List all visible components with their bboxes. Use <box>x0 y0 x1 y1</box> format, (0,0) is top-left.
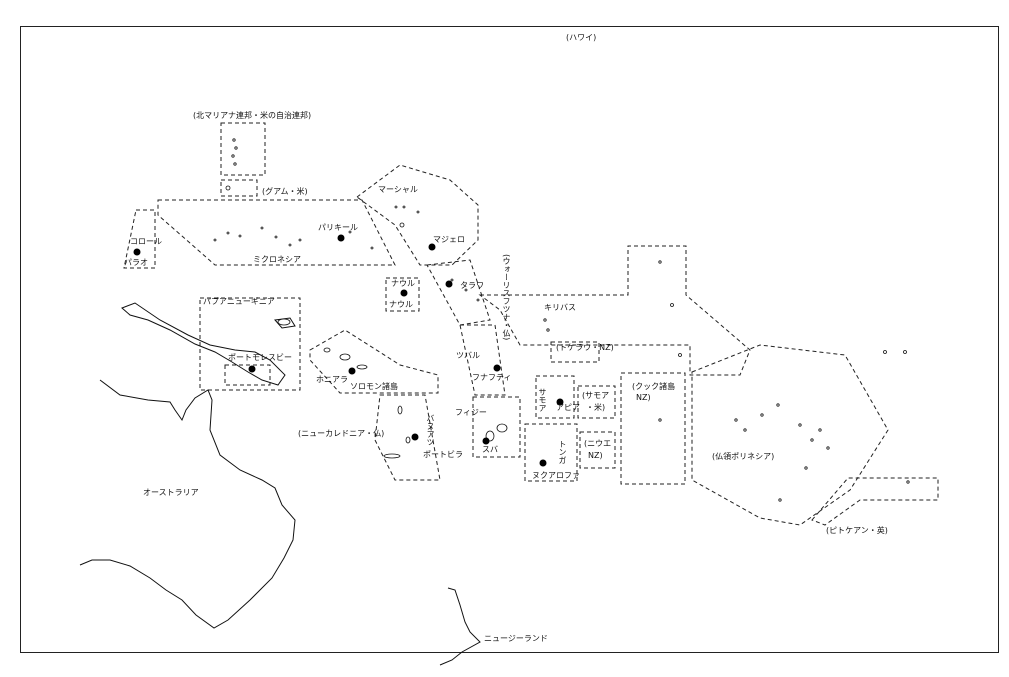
tarawa-label: タラワ <box>460 281 484 290</box>
palau-label: パラオ <box>124 258 148 267</box>
port-moresby-label: ポートモレスビー <box>228 353 292 362</box>
png-label: パプアニューギニア <box>203 297 275 306</box>
marshall-box <box>356 164 479 266</box>
png-sub-box <box>224 364 271 386</box>
tonga-label: トンガ <box>558 440 567 464</box>
png-box <box>199 297 301 391</box>
koror-label: コロール <box>130 237 162 246</box>
new-caledonia-label: (ニューカレドニア・仏) <box>298 429 385 438</box>
cook-box <box>620 372 686 485</box>
nauru-label: ナウル <box>389 300 413 309</box>
niue-nz-label: NZ) <box>588 451 603 460</box>
fr-polynesia-label: (仏領ポリネシア) <box>712 452 775 461</box>
guam-label: (グアム・米) <box>262 187 308 196</box>
wallis-futuna-label: (ウォーリスフツナ・仏) <box>502 254 511 341</box>
port-vila-marker <box>411 433 419 441</box>
vanuatu-label: バヌアツ <box>426 414 435 446</box>
tuvalu-box <box>459 324 506 396</box>
palikir-label: パリキール <box>318 223 358 232</box>
port-moresby-marker <box>248 365 256 373</box>
cook-label: (クック諸島 <box>632 382 676 391</box>
port-vila-label: ポートビラ <box>423 450 463 459</box>
tuvalu-label: ツバル <box>456 351 480 360</box>
nauru-capital-label: ナウル <box>391 279 415 288</box>
kiribati-label: キリバス <box>544 303 576 312</box>
fiji-box <box>472 396 521 458</box>
am-samoa-label-2: ・米) <box>586 403 606 412</box>
am-samoa-box <box>577 385 616 419</box>
tarawa-box <box>426 259 491 326</box>
n-mariana-label: (北マリアナ連邦・米の自治連邦) <box>193 111 312 120</box>
new-zealand-coast <box>439 587 481 666</box>
n-mariana-box <box>220 122 266 176</box>
cook-nz-label: NZ) <box>636 393 651 402</box>
territory-boundaries <box>123 122 939 526</box>
tarawa-marker <box>445 280 453 288</box>
funafuti-marker <box>493 364 501 372</box>
map-frame <box>20 26 999 653</box>
new-zealand-label: ニュージーランド <box>484 634 548 643</box>
micronesia-label: ミクロネシア <box>253 255 301 264</box>
coastlines <box>79 302 481 666</box>
new-guinea-coast <box>121 302 286 386</box>
nukualofa-marker <box>539 459 547 467</box>
am-samoa-label: (サモア <box>582 391 610 400</box>
suva-label: スバ <box>482 445 498 454</box>
palau-box <box>123 209 156 269</box>
solomon-box <box>309 329 439 394</box>
koror-marker <box>133 248 141 256</box>
nukualofa-label: ヌクアロファ <box>532 471 580 480</box>
niue-label: (ニウエ <box>584 439 612 448</box>
tonga-box <box>524 423 578 482</box>
nauru-box <box>385 277 420 312</box>
honiara-label: ホニアラ <box>316 375 348 384</box>
tokelau-box <box>550 341 600 363</box>
vanuatu-newcal-box <box>374 394 441 481</box>
hawaii-label: (ハワイ) <box>566 33 597 42</box>
funafuti-label: フナフティ <box>472 373 512 382</box>
samoa-label: サモア <box>538 388 547 412</box>
apia-marker <box>556 398 564 406</box>
fr-polynesia-box <box>691 344 889 526</box>
apia-label: アピア <box>556 403 580 412</box>
palikir-marker <box>337 234 345 242</box>
tokelau-label: (トケラウ・NZ) <box>556 343 614 352</box>
suva-marker <box>482 437 490 445</box>
solomon-label: ソロモン諸島 <box>350 382 398 391</box>
capital-markers <box>133 234 564 467</box>
pitcairn-box <box>811 477 939 526</box>
islands <box>213 138 910 502</box>
kiribati-box <box>478 245 751 376</box>
australia-label: オーストラリア <box>143 488 199 497</box>
australia-coast <box>79 379 296 629</box>
honiara-marker <box>348 367 356 375</box>
micronesia-box <box>157 199 396 266</box>
guam-box <box>220 179 258 197</box>
fiji-label: フィジー <box>455 408 487 417</box>
samoa-box <box>535 375 575 419</box>
pitcairn-label: (ピトケアン・英) <box>826 526 888 535</box>
marshall-label: マーシャル <box>378 185 418 194</box>
majuro-marker <box>428 243 436 251</box>
niue-box <box>579 431 616 469</box>
majuro-label: マジェロ <box>433 235 465 244</box>
nauru-marker <box>400 289 408 297</box>
